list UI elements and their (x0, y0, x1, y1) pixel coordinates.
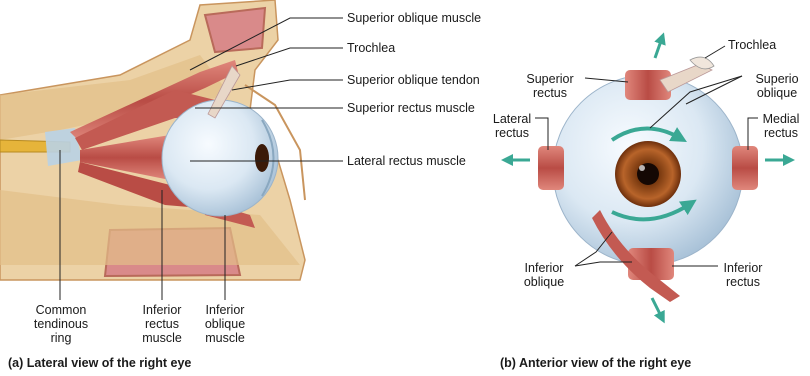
label-line: tendinous (30, 317, 92, 331)
label-line: oblique (748, 86, 806, 100)
label-line: oblique (514, 275, 574, 289)
label-line: Superior (518, 72, 582, 86)
label-inferior-rectus-muscle: Inferior rectus muscle (135, 303, 189, 345)
label-line: muscle (135, 331, 189, 345)
caption-anterior-view: (b) Anterior view of the right eye (500, 356, 691, 370)
lateral-view-illustration (0, 0, 305, 280)
label-line: rectus (135, 317, 189, 331)
label-line: Common (30, 303, 92, 317)
label-line: Inferior (514, 261, 574, 275)
label-lateral-rectus: Lateral rectus (486, 112, 538, 140)
medial-rectus-shape (732, 146, 758, 190)
label-line: Inferior (197, 303, 253, 317)
up-arrow (655, 38, 662, 58)
label-line: Inferior (715, 261, 771, 275)
label-lateral-rectus-muscle: Lateral rectus muscle (347, 154, 466, 168)
label-line: rectus (518, 86, 582, 100)
caption-lateral-view: (a) Lateral view of the right eye (8, 356, 191, 370)
label-medial-rectus: Medial rectus (756, 112, 806, 140)
lateral-pupil (255, 144, 269, 172)
label-line: Inferior (135, 303, 189, 317)
label-superior-rectus: Superior rectus (518, 72, 582, 100)
label-line: muscle (197, 331, 253, 345)
label-inferior-oblique: Inferior oblique (514, 261, 574, 289)
down-arrow (652, 298, 662, 318)
label-trochlea-lateral: Trochlea (347, 41, 395, 55)
label-line: ring (30, 331, 92, 345)
lateral-rectus-shape (538, 146, 564, 190)
label-superior-rectus-muscle: Superior rectus muscle (347, 101, 475, 115)
label-line: rectus (486, 126, 538, 140)
label-line: Medial (756, 112, 806, 126)
label-line: oblique (197, 317, 253, 331)
label-line: Superio (748, 72, 806, 86)
label-superior-oblique: Superio oblique (748, 72, 806, 100)
label-line: rectus (756, 126, 806, 140)
label-inferior-oblique-muscle: Inferior oblique muscle (197, 303, 253, 345)
label-line: Lateral (486, 112, 538, 126)
label-superior-oblique-muscle: Superior oblique muscle (347, 11, 481, 25)
pupil-highlight (639, 165, 645, 171)
label-trochlea-anterior: Trochlea (728, 38, 776, 52)
label-common-tendinous-ring: Common tendinous ring (30, 303, 92, 345)
frontal-sinus (205, 8, 265, 52)
label-inferior-rectus: Inferior rectus (715, 261, 771, 289)
label-superior-oblique-tendon: Superior oblique tendon (347, 73, 480, 87)
label-line: rectus (715, 275, 771, 289)
